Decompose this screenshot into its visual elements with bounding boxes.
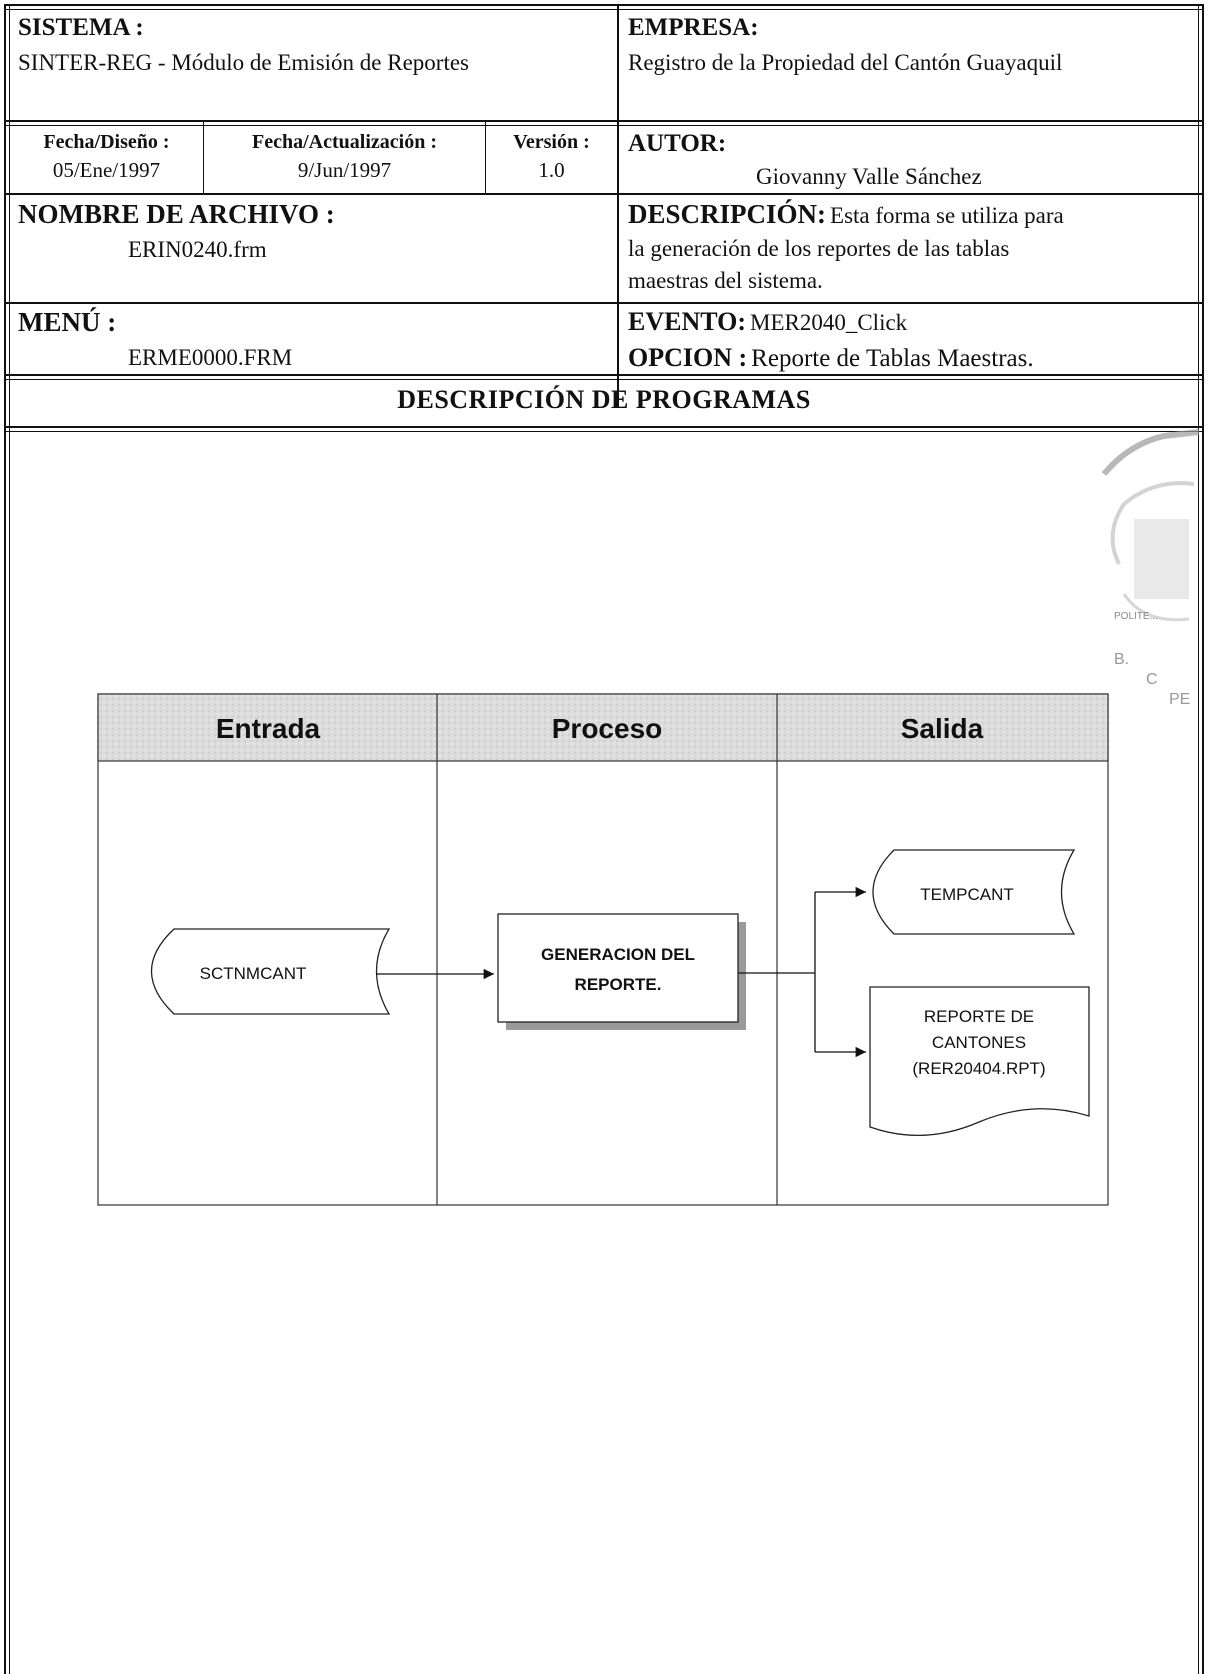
- opcion-value: Reporte de Tablas Maestras.: [751, 344, 1034, 372]
- rule-row4b: [4, 379, 1204, 380]
- empresa-cell: EMPRESA: Registro de la Propiedad del Ca…: [628, 12, 1198, 78]
- nombre-archivo-value: ERIN0240.frm: [128, 236, 267, 262]
- menu-value: ERME0000.FRM: [128, 344, 293, 370]
- report-document-shape: [869, 986, 1090, 1137]
- descripcion-cell: DESCRIPCIÓN: Esta forma se utiliza para …: [628, 198, 1198, 295]
- version-value: 1.0: [538, 158, 565, 182]
- sistema-label: SISTEMA :: [18, 14, 144, 41]
- version-cell: Versión : 1.0: [486, 130, 617, 183]
- fecha-actualizacion-cell: Fecha/Actualización : 9/Jun/1997: [204, 130, 485, 183]
- descripcion-value-line2: la generación de los reportes de las tab…: [628, 235, 1010, 261]
- diagram-header-band: [97, 693, 1109, 762]
- input-file-label: SCTNMCANT: [200, 964, 307, 983]
- sistema-value: SINTER-REG - Módulo de Emisión de Report…: [18, 50, 470, 76]
- evento-label: EVENTO:: [628, 307, 746, 336]
- evento-value: MER2040_Click: [750, 310, 908, 335]
- border-right: [1202, 4, 1204, 1674]
- version-label: Versión :: [513, 131, 590, 153]
- border-top-inner: [4, 9, 1204, 10]
- input-storage-shape: [151, 928, 391, 1015]
- date-divider-1: [203, 122, 204, 194]
- descripcion-value-line1: Esta forma se utiliza para: [830, 203, 1064, 228]
- column-header-proceso: Proceso: [552, 713, 663, 744]
- header-divider-vertical: [617, 4, 619, 408]
- report-label-line2: CANTONES: [932, 1033, 1026, 1052]
- fecha-diseno-label: Fecha/Diseño :: [43, 131, 170, 153]
- svg-text:C: C: [1146, 671, 1158, 688]
- rule-row2: [4, 193, 1204, 195]
- rule-row5b: [4, 431, 1204, 432]
- seal-stamp: POLITE... B. C PE: [1101, 429, 1199, 708]
- process-box: [497, 913, 739, 1023]
- nombre-archivo-label: NOMBRE DE ARCHIVO :: [18, 199, 335, 229]
- column-header-salida: Salida: [901, 713, 984, 744]
- autor-label: AUTOR:: [628, 130, 727, 157]
- border-left: [4, 4, 6, 1674]
- border-left-inner: [9, 4, 10, 1674]
- fecha-actualizacion-label: Fecha/Actualización :: [252, 131, 437, 153]
- sistema-cell: SISTEMA : SINTER-REG - Módulo de Emisión…: [18, 12, 613, 78]
- evento-opcion-cell: EVENTO: MER2040_Click OPCION : Reporte d…: [628, 306, 1198, 374]
- column-header-entrada: Entrada: [216, 713, 321, 744]
- rule-row3: [4, 302, 1204, 304]
- document-page: SISTEMA : SINTER-REG - Módulo de Emisión…: [4, 4, 1204, 1674]
- report-label-line1: REPORTE DE: [924, 1007, 1034, 1026]
- empresa-label: EMPRESA:: [628, 14, 759, 41]
- rule-row1b: [4, 125, 1204, 126]
- flow-diagram: Entrada Proceso Salida SCTNMCANT GENERAC…: [97, 693, 1109, 1206]
- rule-row5: [4, 426, 1204, 428]
- output-file-label: TEMPCANT: [920, 885, 1014, 904]
- menu-label: MENÚ :: [18, 307, 117, 337]
- svg-text:POLITE...: POLITE...: [1114, 611, 1158, 622]
- section-title: DESCRIPCIÓN DE PROGRAMAS: [397, 385, 811, 414]
- output-storage-shape: [872, 849, 1076, 935]
- fecha-diseno-cell: Fecha/Diseño : 05/Ene/1997: [10, 130, 203, 183]
- nombre-archivo-cell: NOMBRE DE ARCHIVO : ERIN0240.frm: [18, 198, 613, 265]
- report-label-line3: (RER20404.RPT): [912, 1059, 1045, 1078]
- rule-row4: [4, 374, 1204, 376]
- empresa-value: Registro de la Propiedad del Cantón Guay…: [628, 50, 1063, 76]
- menu-cell: MENÚ : ERME0000.FRM: [18, 306, 613, 373]
- rule-row1: [4, 120, 1204, 122]
- border-top: [4, 4, 1204, 6]
- date-divider-2: [485, 122, 486, 194]
- autor-value: Giovanny Valle Sánchez: [756, 164, 982, 190]
- process-label-line1: GENERACION DEL: [541, 945, 695, 964]
- svg-text:PE: PE: [1169, 691, 1190, 708]
- opcion-label: OPCION :: [628, 342, 748, 372]
- border-right-inner: [1198, 4, 1199, 1674]
- descripcion-label: DESCRIPCIÓN:: [628, 199, 827, 229]
- svg-text:B.: B.: [1114, 651, 1129, 668]
- fecha-diseno-value: 05/Ene/1997: [52, 158, 161, 182]
- process-label-line2: REPORTE.: [575, 975, 662, 994]
- descripcion-value-line3: maestras del sistema.: [628, 267, 823, 293]
- fecha-actualizacion-value: 9/Jun/1997: [297, 158, 392, 182]
- autor-cell: AUTOR: Giovanny Valle Sánchez: [628, 128, 1198, 192]
